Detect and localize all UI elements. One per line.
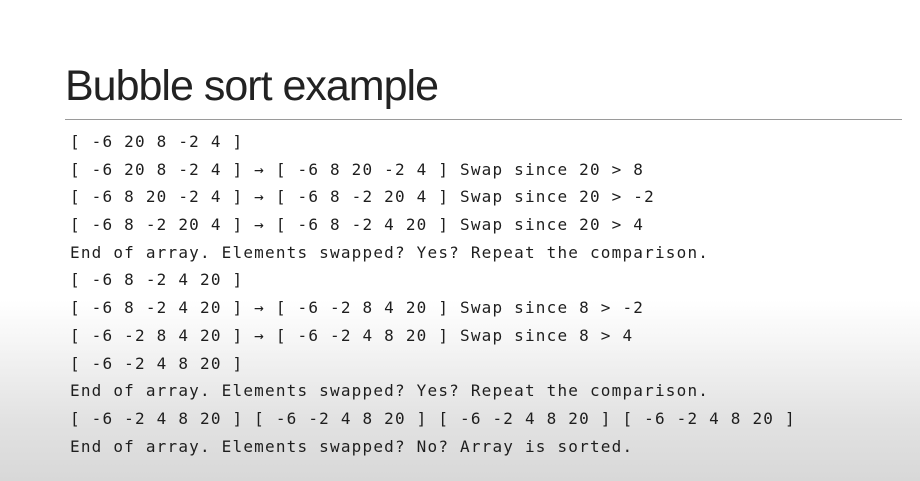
code-line: [ -6 20 8 -2 4 ] → [ -6 8 20 -2 4 ] Swap… [70, 159, 645, 179]
code-line: [ -6 8 -2 4 20 ] → [ -6 -2 8 4 20 ] Swap… [70, 298, 645, 318]
code-line: [ -6 8 -2 4 20 ] [70, 270, 244, 290]
code-line: [ -6 -2 8 4 20 ] → [ -6 -2 4 8 20 ] Swap… [70, 325, 634, 345]
slide-title: Bubble sort example [65, 62, 439, 110]
title-divider [65, 119, 902, 120]
code-line: End of array. Elements swapped? No? Arra… [70, 436, 634, 456]
code-line: [ -6 -2 4 8 20 ] [70, 353, 244, 373]
code-line: End of array. Elements swapped? Yes? Rep… [70, 381, 710, 401]
code-block: [ -6 20 8 -2 4 ] [ -6 20 8 -2 4 ] → [ -6… [70, 128, 796, 460]
code-line: [ -6 8 20 -2 4 ] → [ -6 8 -2 20 4 ] Swap… [70, 187, 655, 207]
code-line: [ -6 8 -2 20 4 ] → [ -6 8 -2 4 20 ] Swap… [70, 215, 645, 235]
code-line: [ -6 -2 4 8 20 ] [ -6 -2 4 8 20 ] [ -6 -… [70, 408, 796, 428]
code-line: [ -6 20 8 -2 4 ] [70, 132, 244, 151]
code-line: End of array. Elements swapped? Yes? Rep… [70, 242, 710, 262]
